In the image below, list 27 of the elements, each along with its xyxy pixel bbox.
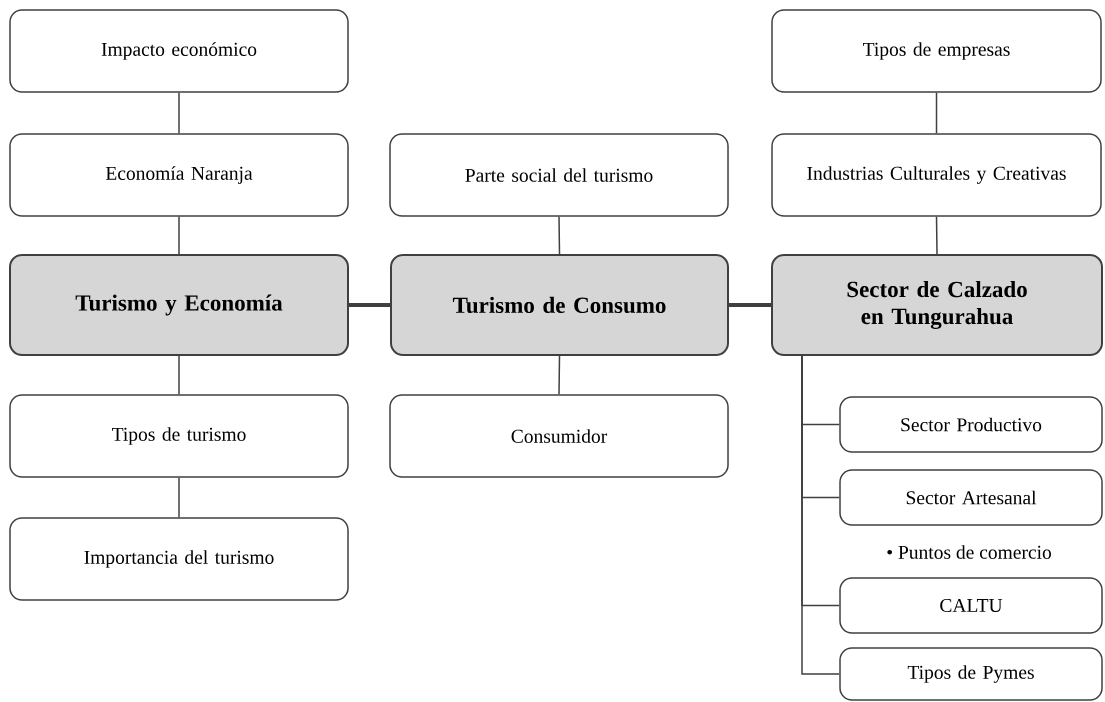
connector-line	[349, 303, 390, 307]
subtopic-box: Sector Artesanal	[839, 469, 1103, 526]
topic-box: Turismo de Consumo	[390, 254, 729, 356]
connector-line	[178, 216, 180, 255]
subtopic-box: Importancia del turismo	[9, 517, 349, 601]
subtopic-box: Tipos de Pymes	[839, 647, 1103, 701]
topic-box: Sector de Calzado en Tungurahua	[771, 254, 1103, 356]
subtopic-box: Impacto económico	[9, 9, 349, 93]
subtopic-box: Sector Productivo	[839, 396, 1103, 453]
connector-line	[935, 92, 938, 134]
connector-line	[935, 216, 938, 255]
connector-line	[178, 477, 180, 518]
bullet-text: • Puntos de comercio	[887, 545, 1052, 559]
subtopic-box: Economía Naranja	[9, 133, 349, 217]
connector-line	[558, 355, 561, 395]
connector-line	[178, 92, 180, 134]
subtopic-box: Industrias Culturales y Creativas	[771, 133, 1102, 217]
subtopic-box: Tipos de empresas	[771, 9, 1102, 93]
connector-line	[558, 216, 561, 255]
subtopic-box: CALTU	[839, 577, 1103, 634]
subtopic-box: Parte social del turismo	[389, 133, 729, 217]
subtopic-box: Tipos de turismo	[9, 394, 349, 478]
topic-box: Turismo y Economía	[9, 254, 349, 356]
subtopic-box: Consumidor	[389, 394, 729, 478]
connector-line	[801, 355, 840, 675]
connector-line	[729, 303, 771, 307]
connector-line	[178, 355, 180, 395]
